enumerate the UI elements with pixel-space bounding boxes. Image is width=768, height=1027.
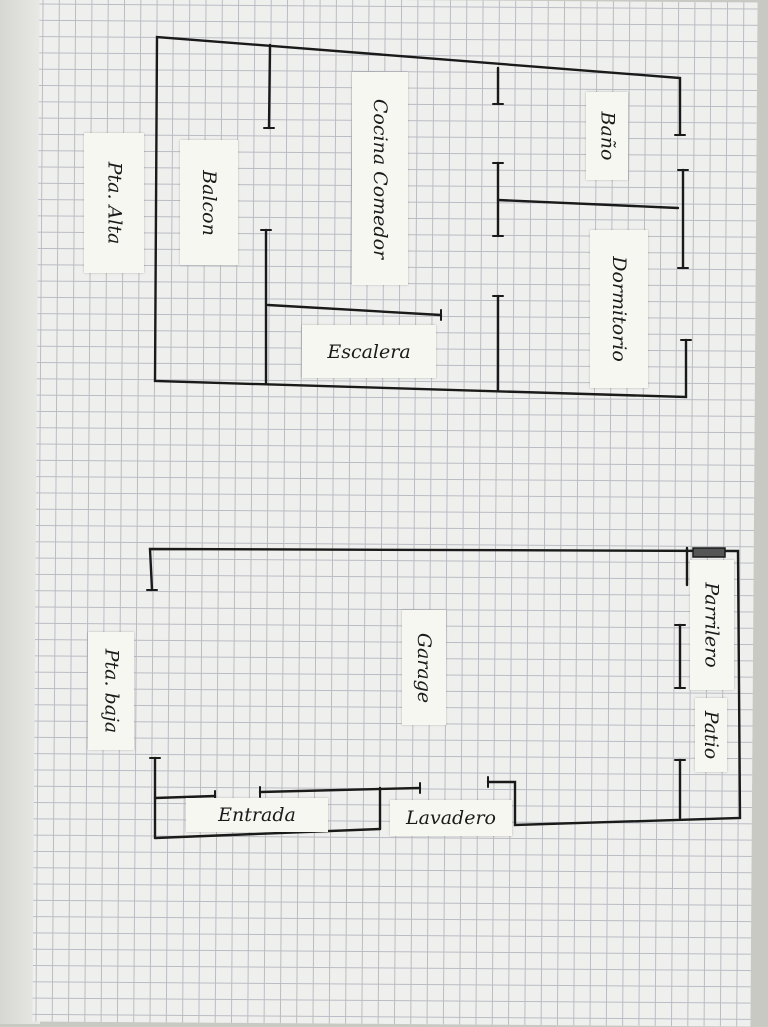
- room-parrilero: Parrilero: [690, 560, 734, 690]
- room-patio: Patio: [695, 698, 727, 772]
- upper-floor-walls: [153, 35, 692, 399]
- label-upper-floor: Pta. Alta: [84, 133, 144, 273]
- room-label: Entrada: [218, 804, 296, 826]
- room-label: Parrilero: [701, 582, 723, 668]
- room-garage: Garage: [402, 610, 446, 725]
- room-label: Garage: [413, 632, 436, 703]
- room-label: Patio: [700, 710, 723, 760]
- room-label: Cocina Comedor: [369, 98, 392, 259]
- room-label: Baño: [596, 111, 618, 161]
- grill-hatch: [692, 547, 726, 558]
- lower-floor-walls: [146, 546, 742, 840]
- room-dormitorio: Dormitorio: [590, 230, 648, 388]
- room-label: Balcon: [198, 169, 220, 236]
- room-entrada: Entrada: [186, 798, 328, 832]
- room-cocina-comedor: Cocina Comedor: [352, 72, 408, 285]
- room-escalera: Escalera: [302, 325, 436, 378]
- room-lavadero: Lavadero: [390, 800, 512, 836]
- room-balcon: Balcon: [180, 140, 238, 265]
- room-label: Dormitorio: [608, 256, 630, 362]
- room-bano: Baño: [586, 92, 628, 180]
- upper-floor-title: Pta. Alta: [103, 161, 125, 245]
- room-label: Lavadero: [406, 807, 496, 829]
- lower-floor-title: Pta. baja: [100, 648, 123, 734]
- label-lower-floor: Pta. baja: [88, 632, 134, 750]
- room-label: Escalera: [327, 340, 411, 363]
